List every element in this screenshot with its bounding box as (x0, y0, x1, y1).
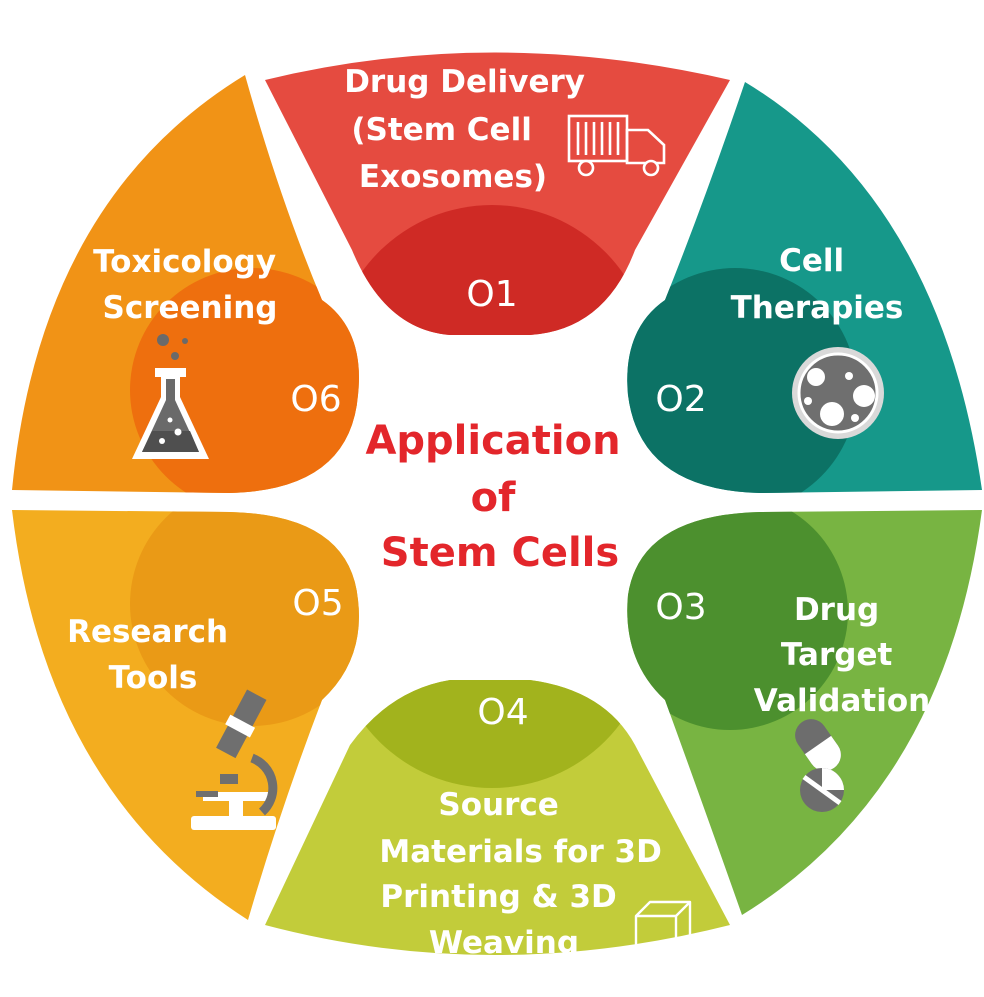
pills-icon (795, 719, 844, 812)
center-title: Application of Stem Cells (365, 418, 634, 576)
microscope-icon (191, 689, 278, 830)
segment-05-number-circle (130, 510, 359, 726)
segment-03-number-circle (627, 510, 848, 730)
segment-02-number-circle (627, 268, 857, 493)
segment-01-title: Drug Delivery (Stem Cell Exosomes) (344, 64, 596, 195)
segment-03-number: O3 (655, 587, 706, 628)
segment-04-number-circle (332, 680, 652, 788)
segment-06-title: Toxicology Screening (93, 244, 287, 326)
segment-06: Toxicology Screening O6 (12, 75, 359, 493)
center-hub: Application of Stem Cells (365, 418, 634, 576)
segment-04-title: Source Materials for 3D Printing & 3D We… (379, 787, 672, 961)
segment-04-number: O4 (477, 692, 528, 733)
segment-01: Drug Delivery (Stem Cell Exosomes) O1 (265, 52, 730, 335)
truck-icon (567, 114, 666, 177)
cube-icon (634, 900, 692, 960)
petri-dish-icon (792, 347, 884, 439)
segment-02: Cell Therapies O2 (627, 82, 982, 493)
segment-03: Drug Target Validation O3 (627, 510, 982, 915)
segment-04: Source Materials for 3D Printing & 3D We… (265, 680, 730, 961)
segment-05-title: Research Tools (67, 614, 239, 696)
segment-06-number: O6 (290, 379, 341, 420)
segment-05: Research Tools O5 (12, 510, 359, 920)
segment-03-title: Drug Target Validation (754, 592, 930, 719)
flask-icon (132, 334, 209, 459)
segment-05-number: O5 (292, 583, 343, 624)
segment-02-title: Cell Therapies (731, 243, 904, 326)
segment-02-number: O2 (655, 379, 706, 420)
segment-01-number: O1 (466, 274, 517, 315)
segment-04-shape (265, 680, 730, 955)
segment-01-number-circle (332, 205, 652, 335)
